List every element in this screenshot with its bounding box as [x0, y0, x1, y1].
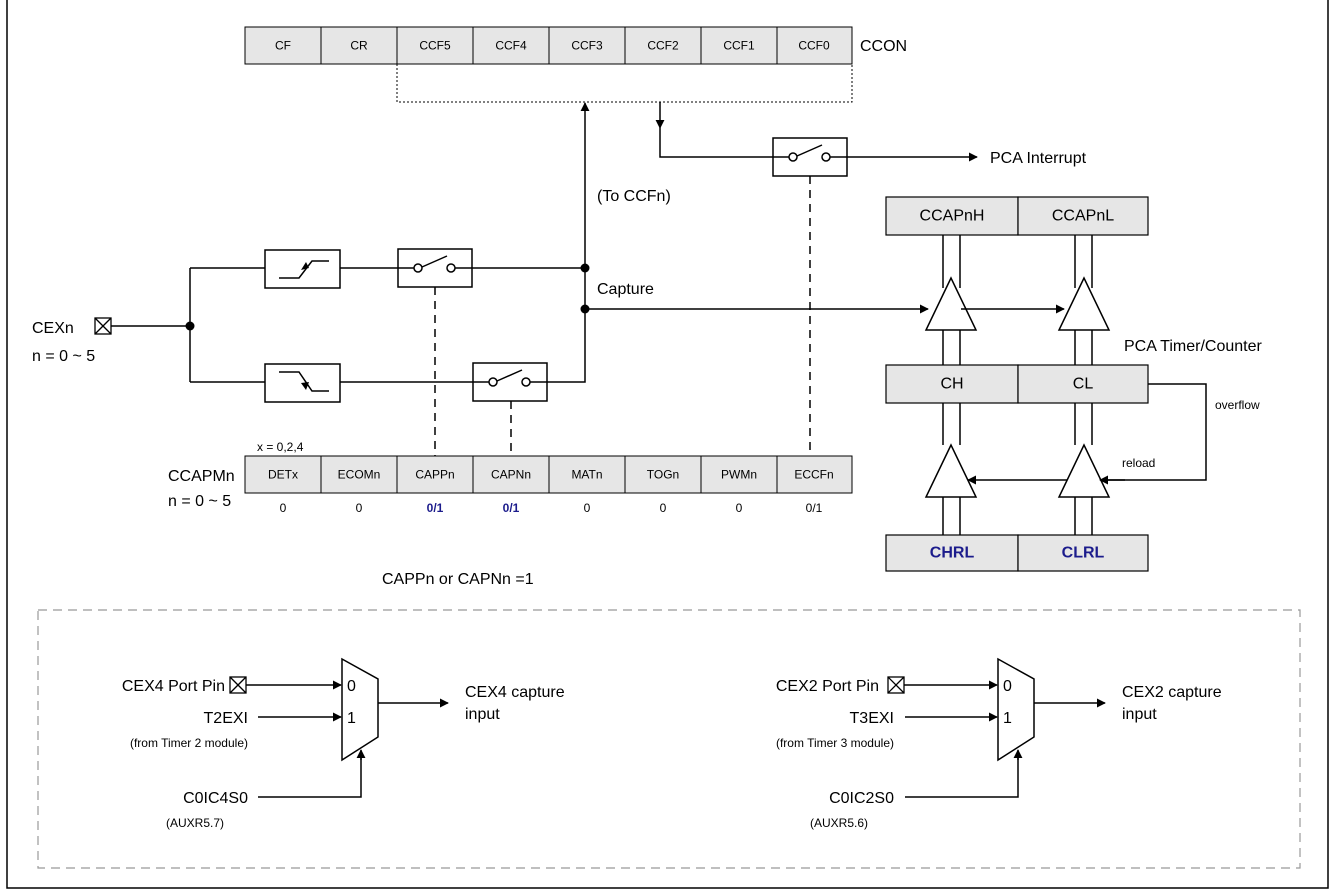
- right-mux-sel-label: C0IC2S0: [829, 790, 894, 807]
- ccon-register-name: CCON: [860, 38, 907, 55]
- pca-timer-label: PCA Timer/Counter: [1124, 338, 1263, 355]
- ccapnl-box: CCAPnL: [1052, 208, 1114, 225]
- left-mux-sel-note: (AUXR5.7): [166, 816, 224, 830]
- ccapm-bit-togn: TOGn: [647, 468, 679, 482]
- right-mux-out-label2: input: [1122, 706, 1157, 723]
- ccapmn-range-label: n = 0 ~ 5: [168, 493, 231, 510]
- right-mux-out-label: CEX2 capture: [1122, 684, 1222, 701]
- interrupt-switch: [772, 137, 848, 177]
- left-mux-in1-note: (from Timer 2 module): [130, 736, 248, 750]
- left-mux-sel-wire: [258, 752, 362, 798]
- capture-select-panel: [37, 609, 1301, 869]
- cappn-switch: [397, 248, 473, 288]
- ccapmn-label: CCAPMn: [168, 468, 235, 485]
- right-mux-in0-label: CEX2 Port Pin: [776, 678, 879, 695]
- ccapm-register: DETx ECOMn CAPPn CAPNn MATn TOGn PWMn EC…: [244, 455, 853, 494]
- capnn-out-wire: [547, 268, 586, 383]
- falling-edge-detector: [264, 363, 341, 403]
- overflow-wire: [1102, 383, 1207, 481]
- capture-label: Capture: [597, 281, 654, 298]
- right-mux-sel-wire: [905, 752, 1019, 798]
- ccapm-bit-capnn: CAPNn: [491, 468, 531, 482]
- overflow-label: overflow: [1215, 398, 1260, 412]
- ccon-bit-cr: CR: [350, 39, 368, 53]
- left-mux-pin1: 1: [347, 710, 356, 727]
- timer-buses: [942, 235, 1093, 535]
- left-mux-out-label2: input: [465, 706, 500, 723]
- figure-frame: [6, 0, 1329, 889]
- ccapm-value-matn: 0: [584, 501, 591, 515]
- right-mux-in1-label: T3EXI: [850, 710, 894, 727]
- left-mux: [341, 657, 379, 762]
- ccapm-value-cappn: 0/1: [427, 501, 444, 515]
- ccon-register: CF CR CCF5 CCF4 CCF3 CCF2 CCF1 CCF0: [244, 26, 853, 65]
- ccapm-bit-ecomn: ECOMn: [338, 468, 381, 482]
- ccap-register-row: CCAPnH CCAPnL: [885, 196, 1149, 236]
- reload-buffer-low: [1057, 443, 1111, 498]
- ccapm-bit-matn: MATn: [571, 468, 602, 482]
- ccapm-bit-cappn: CAPPn: [415, 468, 454, 482]
- ccapm-value-ecomn: 0: [356, 501, 363, 515]
- right-mux-sel-note: (AUXR5.6): [810, 816, 868, 830]
- left-mux-out-label: CEX4 capture: [465, 684, 565, 701]
- to-ccfn-label: (To CCFn): [597, 188, 671, 205]
- capture-buffer-low: [1057, 276, 1111, 331]
- ccapnh-box: CCAPnH: [920, 208, 985, 225]
- ccon-bit-ccf4: CCF4: [495, 39, 527, 53]
- right-mux-in1-note: (from Timer 3 module): [776, 736, 894, 750]
- reload-label: reload: [1122, 456, 1155, 470]
- ccapm-bit-pwmn: PWMn: [721, 468, 757, 482]
- cexn-range-label: n = 0 ~ 5: [32, 348, 95, 365]
- capture-buffer-high: [924, 276, 978, 331]
- ccon-bit-cf: CF: [275, 39, 291, 53]
- ccapm-value-detx: 0: [280, 501, 287, 515]
- ccapm-value-capnn: 0/1: [503, 501, 520, 515]
- ccapm-bit-detx: DETx: [268, 468, 298, 482]
- ccapm-value-togn: 0: [660, 501, 667, 515]
- chrl-box: CHRL: [930, 545, 975, 562]
- cexn-pin-icon: [94, 317, 112, 335]
- left-mux-sel-label: C0IC4S0: [183, 790, 248, 807]
- ccon-bit-ccf2: CCF2: [647, 39, 679, 53]
- capnn-switch: [472, 362, 548, 402]
- ccon-bit-ccf0: CCF0: [798, 39, 830, 53]
- cexn-label: CEXn: [32, 320, 74, 337]
- ccf-bracket: [396, 64, 853, 103]
- cex2-pin-icon: [887, 676, 905, 694]
- counter-register-row: CH CL: [885, 364, 1149, 404]
- ccapm-value-eccfn: 0/1: [806, 501, 823, 515]
- ch-box: CH: [940, 376, 963, 393]
- ccon-bit-ccf1: CCF1: [723, 39, 755, 53]
- right-mux-pin1: 1: [1003, 710, 1012, 727]
- pca-interrupt-label: PCA Interrupt: [990, 150, 1087, 167]
- rising-edge-detector: [264, 249, 341, 289]
- left-mux-in0-label: CEX4 Port Pin: [122, 678, 225, 695]
- condition-label: CAPPn or CAPNn =1: [382, 571, 534, 588]
- ccf-to-switch-wire: [659, 128, 773, 158]
- reload-register-row: CHRL CLRL: [885, 534, 1149, 572]
- cex4-pin-icon: [229, 676, 247, 694]
- clrl-box: CLRL: [1062, 545, 1105, 562]
- x-range-label: x = 0,2,4: [257, 440, 304, 454]
- ccapm-bit-eccfn: ECCFn: [794, 468, 833, 482]
- ccapm-value-pwmn: 0: [736, 501, 743, 515]
- reload-buffer-high: [924, 443, 978, 498]
- left-mux-pin0: 0: [347, 678, 356, 695]
- ccon-bit-ccf5: CCF5: [419, 39, 451, 53]
- right-mux: [997, 657, 1035, 762]
- right-mux-pin0: 0: [1003, 678, 1012, 695]
- cl-box: CL: [1073, 376, 1094, 393]
- left-mux-in1-label: T2EXI: [204, 710, 248, 727]
- ccon-bit-ccf3: CCF3: [571, 39, 603, 53]
